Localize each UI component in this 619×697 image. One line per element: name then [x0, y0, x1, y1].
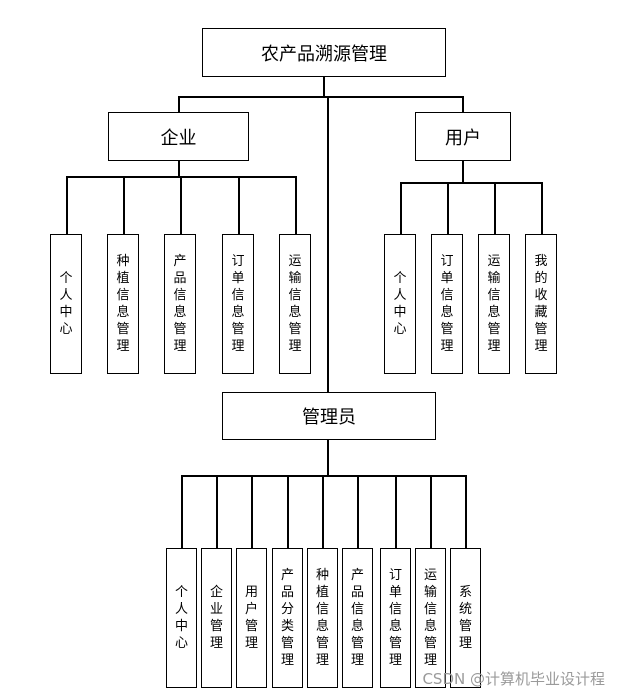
- admin-child-label: 运输信息管理: [423, 568, 437, 668]
- connector-to-user: [462, 96, 464, 112]
- admin-child-system-mgmt: 系统管理: [450, 548, 481, 688]
- connector-user-horizontal: [400, 182, 543, 184]
- connector-level1-horizontal: [178, 96, 464, 98]
- enterprise-child-personal-center: 个人中心: [50, 234, 82, 374]
- enterprise-child-label: 订单信息管理: [231, 254, 245, 354]
- admin-child-product-category: 产品分类管理: [272, 548, 303, 688]
- user-child-favorites: 我的收藏管理: [525, 234, 557, 374]
- admin-child-label: 系统管理: [458, 585, 472, 651]
- connector-admin-child-3: [251, 475, 253, 548]
- enterprise-label: 企业: [160, 127, 197, 149]
- connector-admin-down: [327, 440, 329, 476]
- admin-child-enterprise-mgmt: 企业管理: [201, 548, 232, 688]
- admin-child-label: 产品信息管理: [350, 568, 364, 668]
- admin-child-personal-center: 个人中心: [166, 548, 197, 688]
- user-node: 用户: [415, 112, 511, 161]
- connector-enterprise-child-5: [295, 176, 297, 234]
- admin-child-transport-info: 运输信息管理: [415, 548, 446, 688]
- connector-to-enterprise: [178, 96, 180, 112]
- enterprise-child-order-info: 订单信息管理: [222, 234, 254, 374]
- admin-label: 管理员: [302, 407, 356, 428]
- connector-enterprise-child-2: [123, 176, 125, 234]
- admin-child-user-mgmt: 用户管理: [236, 548, 267, 688]
- connector-admin-child-4: [287, 475, 289, 548]
- user-label: 用户: [445, 127, 481, 149]
- connector-user-down: [462, 161, 464, 183]
- user-child-personal-center: 个人中心: [384, 234, 416, 374]
- user-child-label: 个人中心: [393, 271, 407, 337]
- enterprise-child-label: 个人中心: [59, 271, 73, 337]
- admin-child-planting-info: 种植信息管理: [307, 548, 338, 688]
- enterprise-child-label: 产品信息管理: [173, 254, 187, 354]
- admin-child-label: 种植信息管理: [315, 568, 329, 668]
- connector-to-admin: [327, 96, 329, 392]
- enterprise-child-planting-info: 种植信息管理: [107, 234, 139, 374]
- admin-child-product-info: 产品信息管理: [342, 548, 373, 688]
- admin-child-label: 订单信息管理: [388, 568, 402, 668]
- root-node: 农产品溯源管理: [202, 28, 446, 77]
- connector-admin-child-5: [322, 475, 324, 548]
- connector-user-child-4: [541, 182, 543, 234]
- connector-enterprise-child-4: [238, 176, 240, 234]
- connector-admin-horizontal: [181, 475, 467, 477]
- admin-child-label: 个人中心: [174, 585, 188, 651]
- enterprise-child-transport-info: 运输信息管理: [279, 234, 311, 374]
- admin-child-label: 用户管理: [244, 585, 258, 651]
- connector-enterprise-child-1: [66, 176, 68, 234]
- connector-user-child-3: [494, 182, 496, 234]
- root-label: 农产品溯源管理: [261, 43, 387, 65]
- admin-child-order-info: 订单信息管理: [380, 548, 411, 688]
- user-child-label: 我的收藏管理: [534, 254, 548, 354]
- connector-admin-child-2: [216, 475, 218, 548]
- user-child-label: 订单信息管理: [440, 254, 454, 354]
- user-child-label: 运输信息管理: [487, 254, 501, 354]
- enterprise-child-label: 种植信息管理: [116, 254, 130, 354]
- admin-child-label: 产品分类管理: [280, 568, 294, 668]
- connector-user-child-1: [400, 182, 402, 234]
- user-child-order-info: 订单信息管理: [431, 234, 463, 374]
- connector-user-child-2: [447, 182, 449, 234]
- connector-enterprise-child-3: [180, 176, 182, 234]
- connector-admin-child-6: [357, 475, 359, 548]
- connector-admin-child-8: [430, 475, 432, 548]
- enterprise-node: 企业: [108, 112, 249, 161]
- connector-admin-child-1: [181, 475, 183, 548]
- connector-admin-child-7: [395, 475, 397, 548]
- enterprise-child-label: 运输信息管理: [288, 254, 302, 354]
- user-child-transport-info: 运输信息管理: [478, 234, 510, 374]
- enterprise-child-product-info: 产品信息管理: [164, 234, 196, 374]
- admin-child-label: 企业管理: [209, 585, 223, 651]
- connector-root-down: [323, 77, 325, 97]
- connector-enterprise-down: [178, 161, 180, 177]
- connector-admin-child-9: [465, 475, 467, 548]
- watermark-text: CSDN @计算机毕业设计程: [422, 670, 605, 688]
- admin-node: 管理员: [222, 392, 436, 440]
